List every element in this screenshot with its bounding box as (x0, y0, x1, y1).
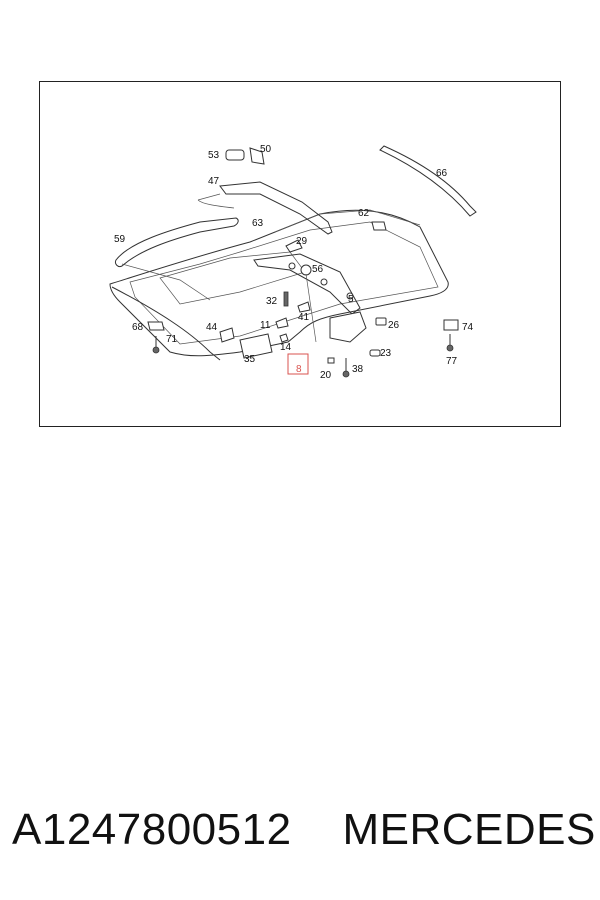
seal-59-rail (121, 263, 211, 301)
callout-53: 53 (208, 150, 220, 161)
roof-rear-edge (274, 209, 421, 233)
callout-44: 44 (206, 322, 218, 333)
callout-50: 50 (260, 144, 272, 155)
part-32 (283, 291, 289, 307)
callout-32: 32 (266, 296, 278, 307)
part-14 (279, 333, 289, 343)
callout-66: 66 (436, 168, 448, 179)
callout-41: 41 (298, 312, 310, 323)
callout-8: 8 (296, 364, 302, 375)
leader-56 (305, 273, 317, 343)
callout-62: 62 (358, 208, 370, 219)
bolt-71-head (152, 346, 160, 354)
part-26 (375, 317, 387, 326)
wind-deflector-47-arm (197, 193, 235, 209)
part-number: A1247800512 (12, 805, 292, 854)
bolt-38-head (342, 370, 350, 378)
roof-frame-inner (129, 221, 439, 345)
callout-77: 77 (446, 356, 458, 367)
callout-5: 5 (348, 294, 354, 305)
callout-29: 29 (296, 236, 308, 247)
bolt-77-head (446, 344, 454, 352)
part-35 (239, 333, 273, 359)
callout-23: 23 (380, 348, 392, 359)
callout-38: 38 (352, 364, 364, 375)
part-74 (443, 319, 459, 331)
callout-20: 20 (320, 370, 332, 381)
callout-35: 35 (244, 354, 256, 365)
callout-26: 26 (388, 320, 400, 331)
callout-68: 68 (132, 322, 144, 333)
strip-66 (379, 145, 477, 217)
part-44 (219, 327, 235, 343)
rear-bracket-5 (329, 311, 367, 343)
callout-11: 11 (260, 320, 271, 331)
clip-50 (249, 147, 265, 165)
sunroof-opening (159, 251, 306, 305)
callout-56: 56 (312, 264, 324, 275)
guide-rail-hole-1 (288, 262, 296, 270)
part-68 (147, 321, 165, 331)
front-crossmember (111, 286, 221, 361)
callout-59: 59 (114, 234, 126, 245)
parts-diagram: 53 50 66 47 62 63 59 29 56 5 32 41 11 68… (39, 81, 561, 427)
guide-rail-hole-3 (346, 292, 354, 300)
brand-name: MERCEDES (342, 805, 596, 854)
highlight-box-8 (287, 353, 309, 375)
roof-frame-outline (109, 209, 449, 357)
callout-63: 63 (252, 218, 264, 229)
part-41 (297, 301, 311, 313)
part-number-caption: A1247800512 MERCEDES (12, 802, 596, 858)
wind-deflector-47 (219, 181, 333, 235)
part-23 (369, 349, 381, 357)
callout-71: 71 (166, 334, 178, 345)
part-11 (275, 317, 289, 329)
part-62 (371, 221, 387, 231)
clip-53 (225, 149, 245, 161)
guide-rail-hole-2 (320, 278, 328, 286)
callout-74: 74 (462, 322, 474, 333)
sunroof-exploded-view: 53 50 66 47 62 63 59 29 56 5 32 41 11 68… (109, 144, 477, 381)
seal-59 (115, 217, 239, 267)
callout-47: 47 (208, 176, 220, 187)
part-20 (327, 357, 335, 364)
callout-14: 14 (280, 342, 292, 353)
part-29 (285, 239, 303, 253)
part-56 (300, 264, 312, 276)
